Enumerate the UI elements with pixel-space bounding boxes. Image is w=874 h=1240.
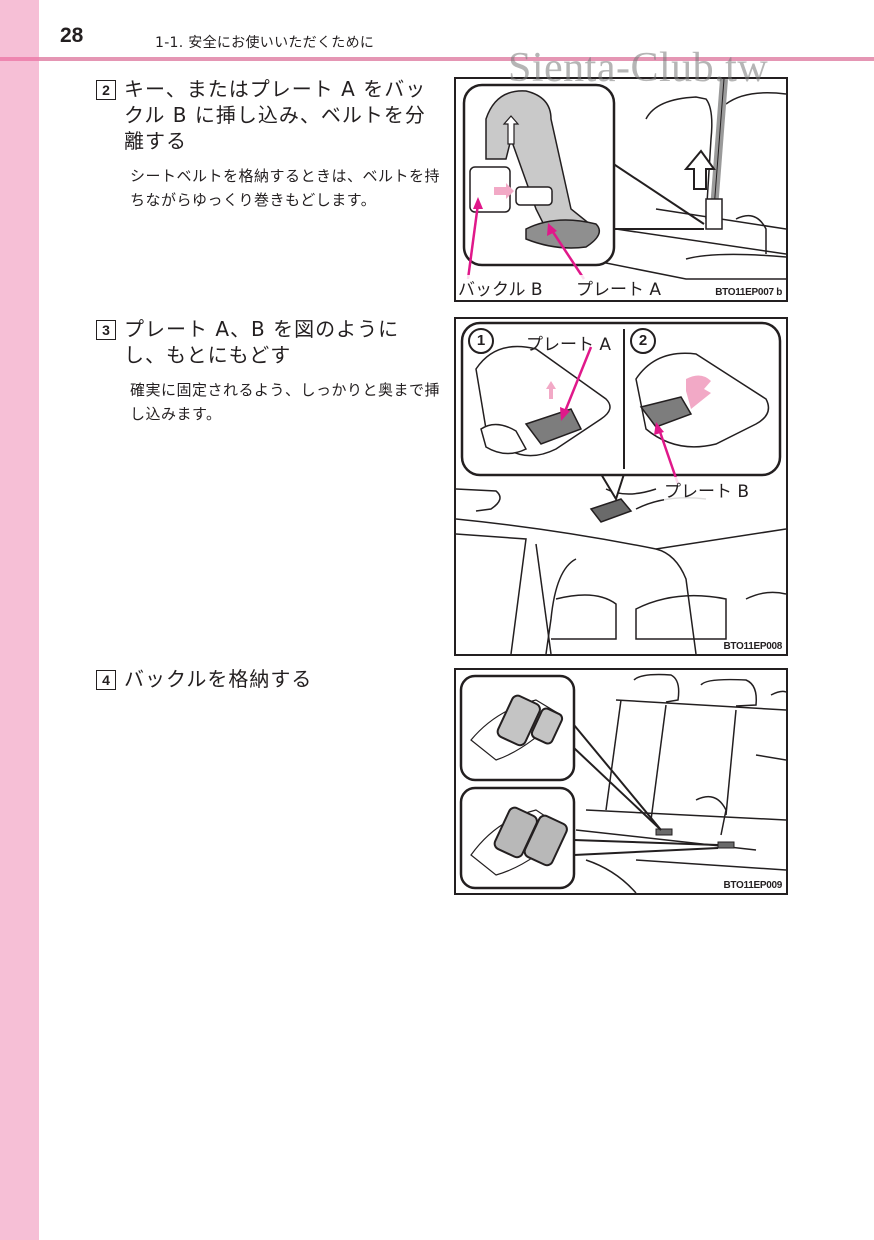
label-plate-a: プレート A [526,335,612,355]
label-plate-b: プレート B [664,477,750,502]
step-title: キー、またはプレート A をバックル B に挿し込み、ベルトを分離する [124,77,427,153]
rear-seat-icon [459,673,786,893]
ceiling-holder-icon [456,321,786,654]
figure-plate-return: 1 2 プレート A プレート B BTO11EP008 [454,317,788,656]
figure-code: BTO11EP009 [723,880,782,891]
step-3: 3 プレート A、B を図のようにし、もとにもどす 確実に固定されるよう、しっか… [96,316,441,426]
step-title: バックルを格納する [124,667,313,691]
figure-code: BTO11EP008 [723,641,782,652]
label-buckle-b: バックル B [458,275,543,300]
figure-code: BTO11EP007 b [715,287,782,298]
step-2: 2 キー、またはプレート A をバックル B に挿し込み、ベルトを分離する シー… [96,76,441,212]
step-number-badge: 3 [96,320,116,340]
buckle-stowed-icon [470,694,564,761]
header-rule [0,57,874,61]
sub-panel-number: 2 [630,328,656,354]
figure-seatbelt-separate: バックル B プレート A BTO11EP007 b [454,77,788,302]
step-number-badge: 4 [96,670,116,690]
step-description: 確実に固定されるよう、しっかりと奥まで挿し込みます。 [130,381,441,423]
sub-panel-number: 1 [468,328,494,354]
header-rule-accent [0,57,39,61]
step-number-badge: 2 [96,80,116,100]
seatbelt-icon [462,79,786,280]
figure-buckle-stowed: BTO11EP009 [454,668,788,895]
section-title: 1-1. 安全にお使いいただくために [155,35,375,51]
up-arrow-icon [683,149,716,190]
step-4: 4 バックルを格納する [96,666,441,692]
label-plate-a: プレート A [576,275,662,300]
callout-arrow-icon [466,203,480,280]
step-title: プレート A、B を図のようにし、もとにもどす [124,317,400,367]
callout-arrow-icon [562,346,593,415]
watermark: Sienta-Club.tw [508,45,769,91]
step-description: シートベルトを格納するときは、ベルトを持ちながらゆっくり巻きもどします。 [130,167,441,209]
side-tab [0,0,39,1240]
page-number: 28 [60,24,84,47]
